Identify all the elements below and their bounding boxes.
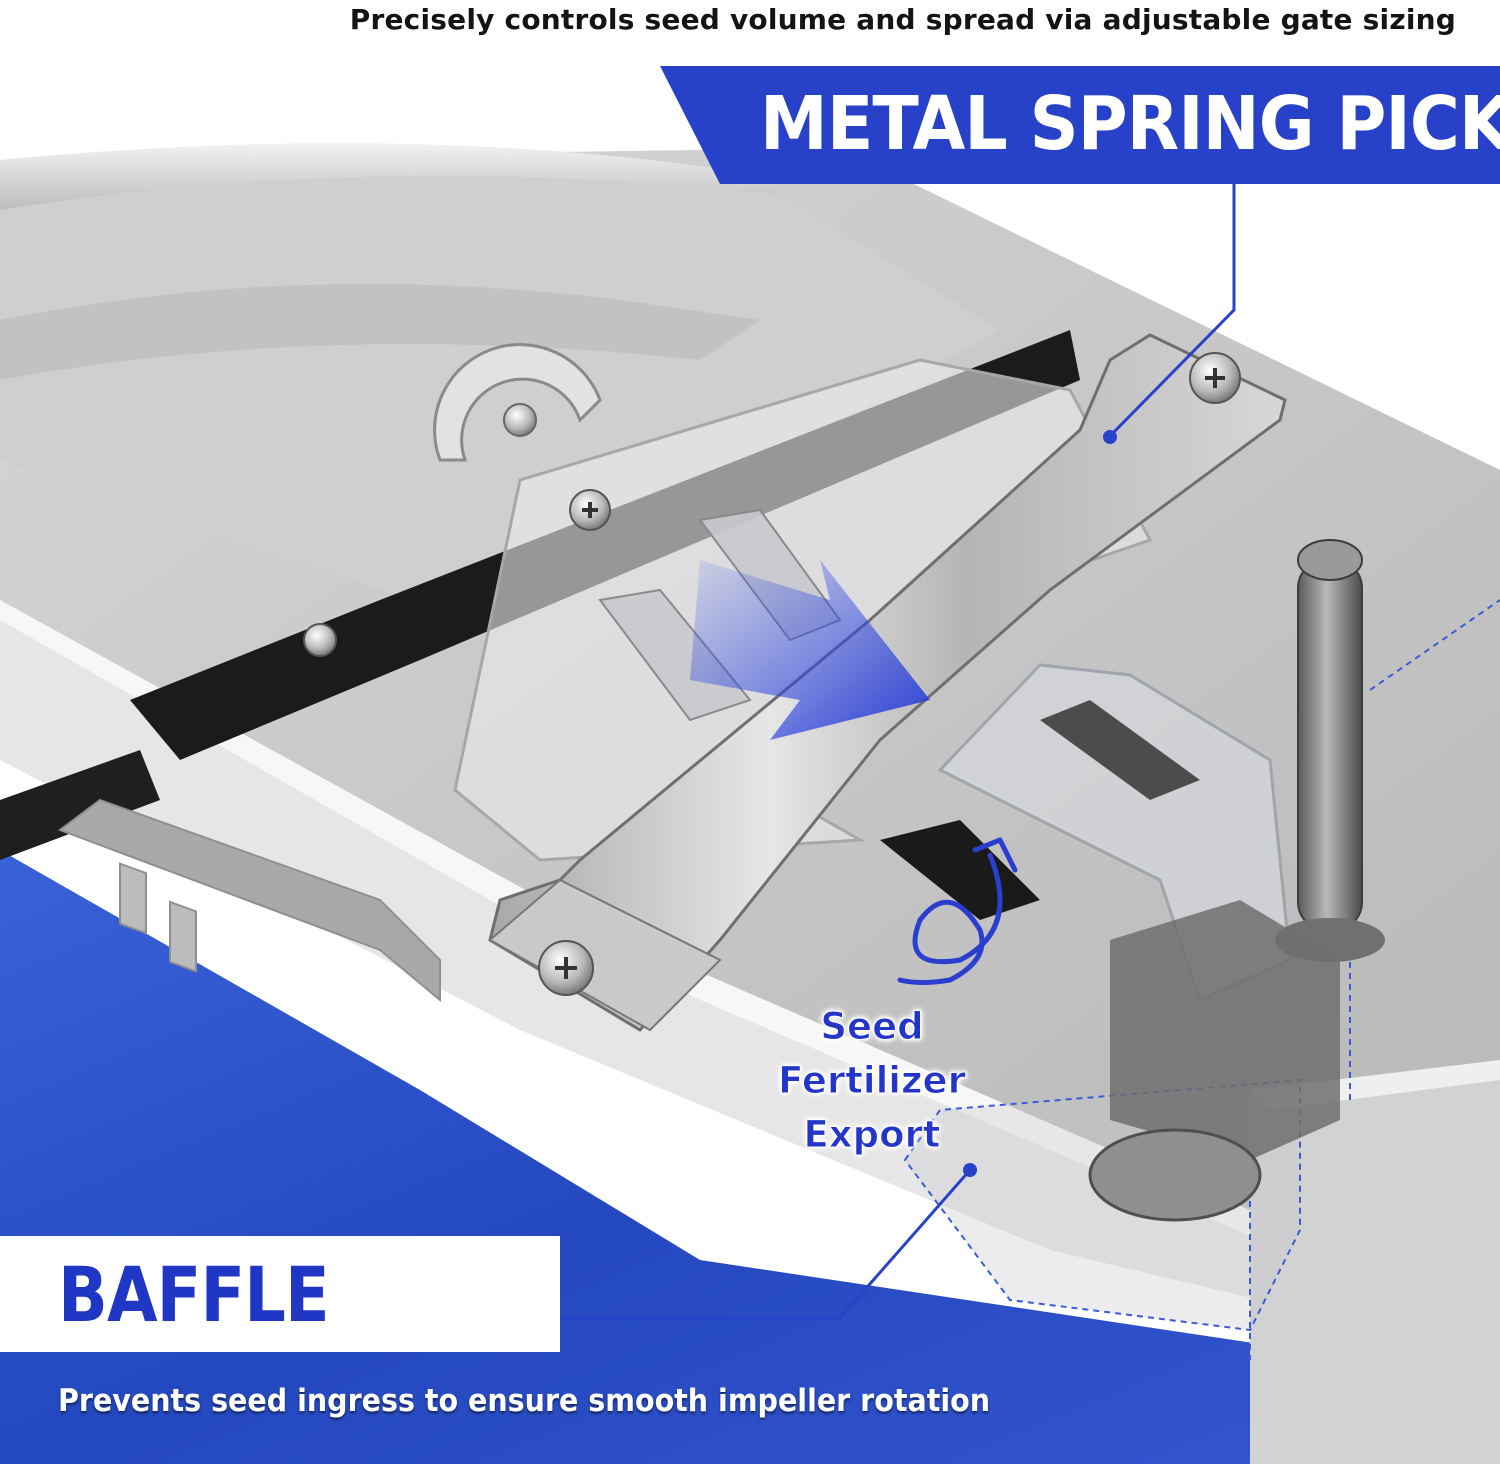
rotating-latch <box>433 343 602 462</box>
tray-front-wall-top <box>0 600 1260 1240</box>
seed-fertilizer-export-label: Seed Fertilizer Export <box>778 1005 967 1157</box>
metal-spring-pick-banner <box>660 66 1500 184</box>
metal-spring-pick-label: METAL SPRING PICK <box>760 81 1500 167</box>
vertical-pin <box>1297 559 1363 931</box>
curl-arrow-icon <box>897 852 1003 985</box>
dark-track-left <box>0 750 160 860</box>
right-housing <box>1250 1060 1500 1464</box>
tray-inner-shadow <box>0 284 760 380</box>
baffle-label: BAFFLE <box>58 1250 330 1339</box>
impeller-hub <box>1088 1128 1262 1222</box>
tray-curved-rim <box>0 143 780 210</box>
tray-upper-floor <box>0 175 1000 620</box>
big-blue-arrow-icon <box>690 560 930 740</box>
gate-slot-lower <box>598 588 752 722</box>
metal-pick-leader-line <box>1108 184 1236 438</box>
tray-front-wall <box>0 620 1260 1300</box>
baffle-panel <box>0 1236 560 1352</box>
bottom-caption: Prevents seed ingress to ensure smooth i… <box>58 1383 991 1419</box>
serrated-teeth <box>57 798 441 1003</box>
spring-pick-fold <box>488 878 722 1032</box>
bracket-opening <box>1040 700 1200 800</box>
impeller-housing <box>1110 900 1340 1160</box>
top-caption: Precisely controls seed volume and sprea… <box>349 3 1456 36</box>
